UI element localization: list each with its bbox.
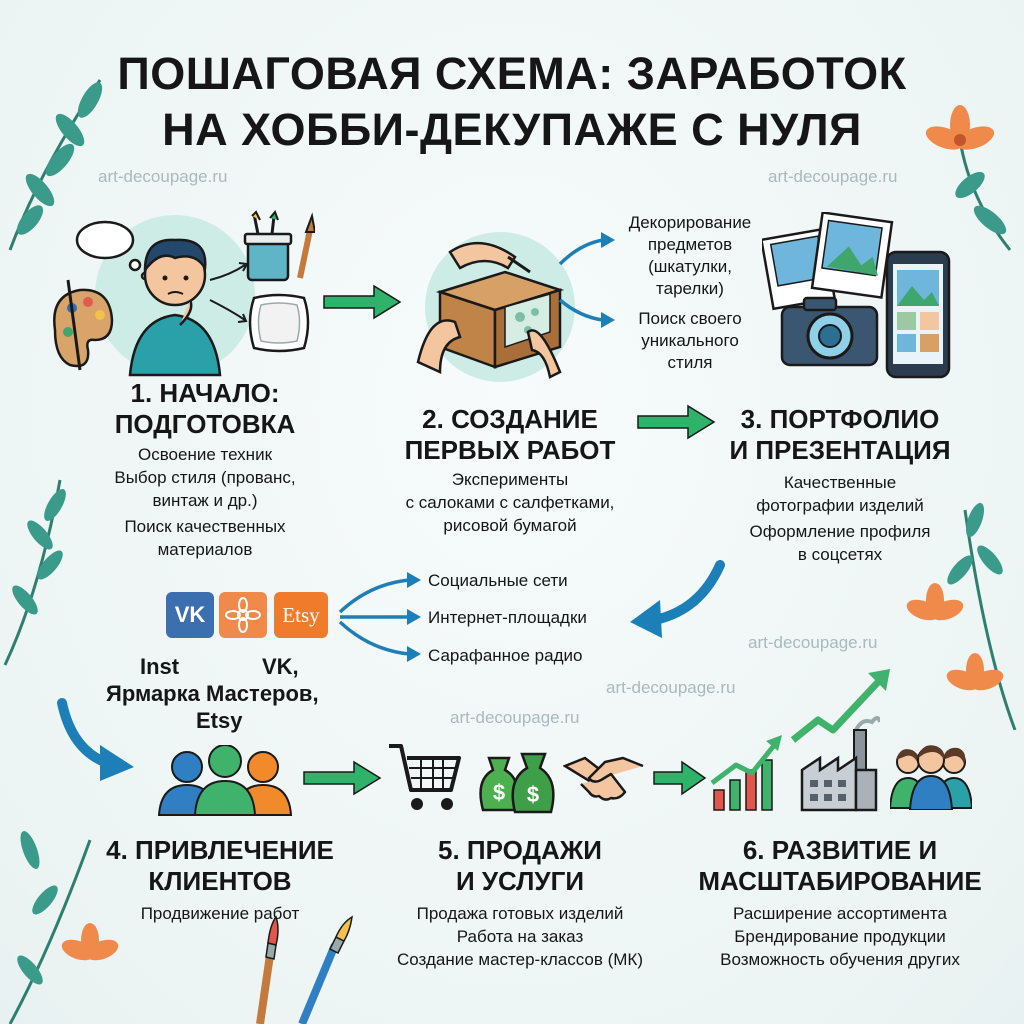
phone-icon xyxy=(885,250,951,379)
step5-title: 5. ПРОДАЖИ И УСЛУГИ xyxy=(438,835,602,896)
arrow-right-icon xyxy=(637,404,716,440)
step2-side-note-style: Поиск своего уникального стиля xyxy=(638,309,742,372)
arrow-curve-down-icon xyxy=(57,698,134,781)
platform-vk: VK, xyxy=(262,654,299,679)
step3-title: 3. ПОРТФОЛИО И ПРЕЗЕНТАЦИЯ xyxy=(729,404,951,465)
flower-branch-icon xyxy=(8,831,119,1024)
step5-description: Продажа готовых изделий Работа на заказ … xyxy=(397,904,643,969)
people-group-icon xyxy=(157,745,293,816)
paint-jar-icon xyxy=(243,210,315,282)
step1-description: Освоение техник Выбор стиля (прованс, ви… xyxy=(114,445,296,559)
money-bags-icon: $ $ xyxy=(479,752,555,814)
platform-etsy: Etsy xyxy=(196,708,243,733)
watermark: art-decoupage.ru xyxy=(450,708,580,727)
small-arrows-icon xyxy=(209,262,249,323)
arrow-right-icon xyxy=(303,760,382,796)
watermark: art-decoupage.ru xyxy=(748,633,878,652)
step2-description: Эксперименты с салоками с салфетками, ри… xyxy=(405,470,615,535)
shopping-cart-icon xyxy=(389,744,461,810)
leaf-branch-icon xyxy=(8,79,103,251)
page-title: ПОШАГОВАЯ СХЕМА: ЗАРАБОТОК НА ХОББИ-ДЕКУ… xyxy=(117,48,907,155)
arrow-right-icon xyxy=(323,284,402,320)
svg-text:$: $ xyxy=(527,782,539,807)
step2-title: 2. СОЗДАНИЕ ПЕРВЫХ РАБОТ xyxy=(404,404,616,465)
arrow-right-icon xyxy=(653,760,707,796)
channel-marketplaces: Интернет-площадки xyxy=(428,608,587,627)
camera-icon xyxy=(780,296,879,367)
portfolio-illustration xyxy=(762,212,951,379)
factory-icon xyxy=(800,716,880,812)
person-icon xyxy=(128,238,222,377)
watermark: art-decoupage.ru xyxy=(768,167,898,186)
team-icon xyxy=(890,745,972,810)
step4-description: Продвижение работ xyxy=(140,904,300,923)
step3-description: Качественные фотографии изделий Оформлен… xyxy=(749,473,931,564)
step1-title: 1. НАЧАЛО: ПОДГОТОВКА xyxy=(114,378,296,439)
channel-arrows-icon xyxy=(338,572,421,662)
flower-branch-icon xyxy=(925,105,1012,251)
plate-icon xyxy=(248,293,310,353)
platform-yarmarka: Ярмарка Мастеров, xyxy=(106,681,319,706)
photo-icon xyxy=(762,212,894,311)
growth-chart-icon xyxy=(710,669,890,811)
step1-illustration xyxy=(53,215,255,377)
handshake-icon xyxy=(563,756,644,801)
svg-text:$: $ xyxy=(493,780,505,805)
step6-title: 6. РАЗВИТИЕ И МАСШТАБИРОВАНИЕ xyxy=(698,835,982,896)
arrow-down-left-icon xyxy=(630,560,725,638)
paint-palette-icon xyxy=(53,279,114,371)
watermark: art-decoupage.ru xyxy=(606,678,736,697)
step4-title: 4. ПРИВЛЕЧЕНИЕ КЛИЕНТОВ xyxy=(106,835,334,896)
step2-side-note-decorating: Декорирование предметов (шкатулки, тарел… xyxy=(628,213,752,298)
platform-inst: Inst xyxy=(140,654,180,679)
vk-logo-icon: VK xyxy=(166,592,214,638)
decoupage-box-icon xyxy=(416,232,575,382)
branch-arrows-icon xyxy=(558,232,615,328)
flower-branch-icon xyxy=(906,502,1017,730)
etsy-logo-icon: Etsy xyxy=(274,592,328,638)
leaf-branch-icon xyxy=(3,479,66,666)
channel-social: Социальные сети xyxy=(428,571,568,590)
flower-logo-icon xyxy=(219,592,267,638)
thought-bubble-icon xyxy=(75,220,150,281)
step6-description: Расширение ассортимента Брендирование пр… xyxy=(720,904,960,969)
channel-word-of-mouth: Сарафанное радио xyxy=(428,646,583,665)
paintbrush-icon xyxy=(256,915,353,1024)
watermark: art-decoupage.ru xyxy=(98,167,228,186)
